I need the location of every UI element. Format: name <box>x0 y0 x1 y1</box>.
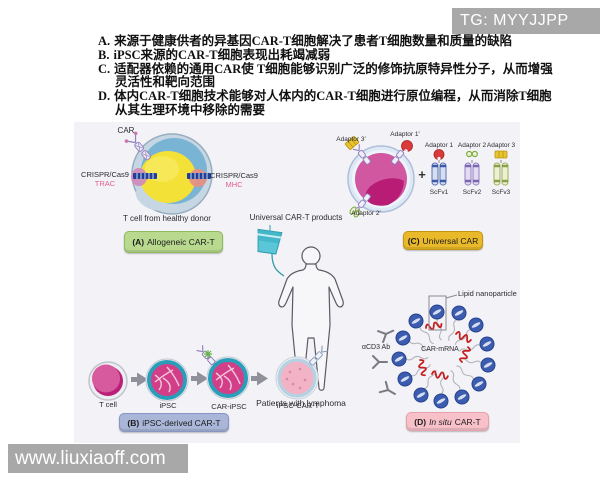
option-d: D.体内CAR-T细胞技术能够对人体内的CAR-T细胞进行原位编程，从而消除T细… <box>98 89 552 104</box>
iv-bag-icon <box>257 225 285 277</box>
option-c-cont: 灵活性和靶向范围 <box>115 75 216 90</box>
car-ipsc-cell <box>196 345 250 400</box>
stage-ipsc-label: iPSC <box>159 401 177 410</box>
patients-caption: Patients with lymphoma <box>256 398 346 408</box>
free-adaptor-3 <box>493 150 509 186</box>
option-a: A.来源于健康供者的异基因CAR-T细胞解决了患者T细胞数量和质量的缺陷 <box>98 34 513 48</box>
adaptor-icon-yellow <box>344 136 360 150</box>
adaptor2-label: Adaptor 2 <box>457 142 487 149</box>
trac-label: TRAC <box>94 179 116 188</box>
adaptor-stub-3 <box>352 144 371 165</box>
patient-body-figure <box>278 246 344 391</box>
stage-t-cell-label: T cell <box>99 400 117 409</box>
scfv1-label: ScFv1 <box>429 189 449 196</box>
mrna-coil <box>418 321 472 380</box>
option-d-cont: 从其生理环境中移除的需要 <box>115 102 266 117</box>
diagram-art <box>88 131 509 409</box>
car-receptor-icon <box>124 131 152 161</box>
allogeneic-cell <box>124 131 213 215</box>
car-label: CAR <box>117 126 135 135</box>
tg-watermark-bar: TG: MYYJJPP <box>452 8 600 34</box>
scfv3-label: ScFv3 <box>491 189 511 196</box>
lnp-label: Lipid nanoparticle <box>458 289 517 298</box>
antibody-icon <box>372 329 396 395</box>
adaptor1-label: Adaptor 1 <box>424 142 454 149</box>
free-adaptor-1 <box>431 149 447 186</box>
crispr-site-left <box>133 173 157 179</box>
badge-universal-car: (C) Universal CAR <box>403 231 483 250</box>
adaptor1-prime-label: Adaptor 1′ <box>390 131 420 138</box>
option-b: B.iPSC来源的CAR-T细胞表现出耗竭减弱 <box>98 47 331 62</box>
plus-sign: + <box>418 167 426 182</box>
badge-ipsc-derived-car-t: (B) iPSC-derived CAR-T <box>119 413 229 432</box>
ipsc-cell <box>145 358 189 402</box>
free-adaptor-2 <box>464 150 480 186</box>
arrow-icon <box>191 371 208 386</box>
adaptor3-label: Adaptor 3 <box>486 142 516 149</box>
ipsc-car-t-cell <box>275 345 329 400</box>
lipid-heads <box>391 304 496 409</box>
arrow-icon <box>131 372 148 387</box>
crispr-site-right <box>187 173 211 179</box>
site-watermark-bar: www.liuxiaoff.com <box>8 444 188 473</box>
badge-in-situ-car-t: (D) In situ CAR-T <box>406 412 489 431</box>
car-mrna-label: CAR-mRNA <box>421 346 459 353</box>
products-label: Universal CAR-T products <box>249 213 343 222</box>
adaptor-icon-green <box>349 206 361 218</box>
lnp-callout-box <box>428 295 447 331</box>
site-watermark-text: www.liuxiaoff.com <box>15 447 166 469</box>
tg-watermark-text: TG: MYYJJPP <box>460 12 569 29</box>
sparkle-icon <box>204 350 212 358</box>
healthy-donor-caption: T cell from healthy donor <box>123 214 211 223</box>
universal-cell <box>344 136 415 218</box>
adaptor3-prime-label: Adaptor 3′ <box>336 136 366 143</box>
crispr-mhc-label: CRISPR/Cas9 <box>210 171 258 180</box>
lipid-nanoparticle <box>372 294 496 409</box>
stage-ipsc-car-t-label: iPSC-CAR-T <box>276 401 320 410</box>
adaptor2-prime-label: Adaptor 2′ <box>351 210 381 217</box>
badge-allogeneic-car-t: (A) Allogeneic CAR-T <box>124 231 223 253</box>
stage-car-ipsc-label: CAR-iPSC <box>211 402 247 411</box>
arrow-icon <box>251 371 268 386</box>
adaptor-icon-red <box>401 140 413 153</box>
crispr-trac-label: CRISPR/Cas9 <box>81 170 129 179</box>
acd3-ab-label: αCD3 Ab <box>361 344 391 351</box>
scfv2-label: ScFv2 <box>462 189 482 196</box>
mhc-label: MHC <box>225 180 243 189</box>
diagram-panel: CAR CRISPR/Cas9 TRAC CRISPR/Cas9 MHC T c… <box>74 122 520 443</box>
t-cell <box>88 361 128 401</box>
option-c: C.适配器依赖的通用CAR使 T细胞能够识别广泛的修饰抗原特异性分子，从而增强 <box>98 61 553 76</box>
question-options: A.来源于健康供者的异基因CAR-T细胞解决了患者T细胞数量和质量的缺陷 B.i… <box>98 34 568 118</box>
